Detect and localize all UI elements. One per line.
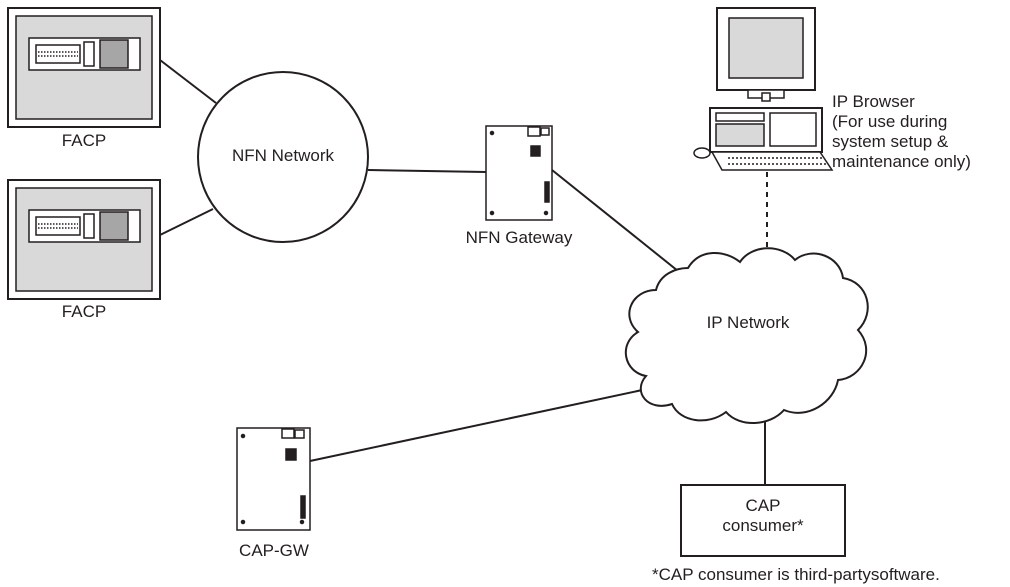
- ip-browser-line-2: (For use during: [832, 112, 948, 131]
- cap-gw-board: [236, 427, 311, 531]
- cap-consumer-label: CAP consumer*: [681, 496, 845, 536]
- nfn-network-label: NFN Network: [231, 146, 334, 165]
- nfn-gateway-board: [485, 125, 553, 221]
- nfn-network-circle: [197, 71, 369, 243]
- link-gateway-to-ip-network: [551, 169, 684, 276]
- ip-network-cloud: [624, 247, 869, 425]
- cap-consumer-line-1: CAP: [745, 496, 781, 515]
- facp-top-panel: [7, 7, 161, 128]
- ip-browser-line-4: maintenance only): [832, 152, 971, 171]
- cap-consumer-box: [680, 484, 846, 557]
- link-cap-gw-to-ip-network: [309, 385, 662, 462]
- ip-browser-label: IP Browser (For use during system setup …: [832, 92, 971, 172]
- link-facp-bottom-to-nfn-network: [159, 208, 214, 236]
- ip-network-label: IP Network: [706, 313, 790, 332]
- ip-browser-workstation: [693, 7, 834, 171]
- ip-browser-line-1: IP Browser: [832, 92, 915, 111]
- link-nfn-network-to-gateway: [367, 169, 487, 173]
- facp-bottom-panel: [7, 179, 161, 300]
- cap-consumer-line-2: consumer*: [722, 516, 804, 535]
- facp-top-label: FACP: [61, 131, 107, 150]
- nfn-gateway-label: NFN Gateway: [465, 228, 573, 247]
- ip-browser-line-3: system setup &: [832, 132, 949, 151]
- cap-gw-label: CAP-GW: [239, 541, 309, 560]
- link-facp-top-to-nfn-network: [159, 59, 217, 104]
- facp-bottom-label: FACP: [61, 302, 107, 321]
- footnote: *CAP consumer is third-partysoftware.: [652, 565, 940, 584]
